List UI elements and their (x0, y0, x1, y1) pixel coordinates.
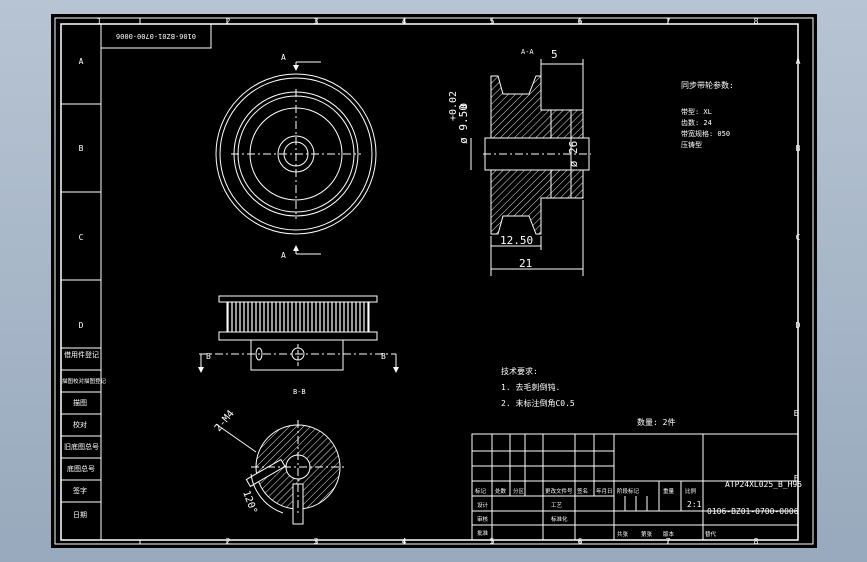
tooth-params-line-3: 带宽规格: 050 (681, 129, 730, 138)
tooth-params-line-2: 齿数: 24 (681, 118, 712, 127)
zone-row-e-right: E (794, 409, 799, 418)
zone-row-c-right: C (796, 233, 801, 242)
left-panel-label-2: 描图校对描图登记 (62, 377, 107, 385)
tb-left-row-2: 审核 (477, 515, 489, 523)
dim-overall-width: 21 (519, 257, 532, 270)
left-panel-label-4: 校对 (73, 420, 87, 429)
zone-row-a: A (79, 57, 84, 66)
section-arrow-b-left: B (206, 352, 211, 361)
section-arrow-b-right: B (381, 352, 386, 361)
zone-col-5-bottom: 5 (490, 537, 495, 546)
zone-row-b: B (79, 144, 84, 153)
zone-col-3-bottom: 3 (314, 537, 319, 546)
left-margin-panel (61, 24, 102, 540)
zone-ticks (139, 18, 669, 544)
zone-row-d-right: D (796, 321, 801, 330)
left-panel-label-7: 签字 (73, 486, 87, 495)
tb-scale-header: 比例 (685, 487, 697, 495)
tech-req-line-2: 2. 未标注倒角C0.5 (501, 398, 575, 408)
tooth-params-title: 同步带轮参数: (681, 80, 734, 90)
zone-col-5: 5 (490, 17, 495, 26)
dim-hub-diameter: ø 26 (567, 141, 580, 168)
tech-req-line-1: 1. 去毛刺倒钝. (501, 382, 560, 392)
tb-bottom-1: 共张 (617, 530, 629, 538)
dim-inner-width: 12.50 (500, 234, 533, 247)
section-a-arrows (293, 61, 321, 255)
tooth-params-line-1: 带型: XL (681, 107, 712, 116)
dim-hole-angle: 120° (240, 489, 259, 515)
tb-row-label-6: 年月日 (596, 487, 613, 495)
zone-col-2-bottom: 2 (226, 537, 231, 546)
left-panel-label-1: 借用件登记 (64, 350, 99, 359)
tb-stage-mark: 阶段标记 (617, 487, 640, 495)
tb-row-label-4: 更改文件号 (545, 487, 573, 495)
drawing-canvas: 1 2 3 4 5 6 7 8 2 3 4 5 6 7 8 A B C D A … (54, 17, 814, 546)
zone-row-a-right: A (796, 57, 801, 66)
zone-col-2: 2 (226, 17, 231, 26)
left-panel-label-3: 描图 (73, 398, 87, 407)
inner-frame (60, 23, 799, 541)
section-label-aa: A-A (521, 48, 534, 56)
tech-req-title: 技术要求: (501, 366, 538, 376)
tb-bottom-2: 第张 (641, 530, 653, 538)
zone-col-4: 4 (402, 17, 407, 26)
dim-bore-diameter: ø 9.50 (457, 104, 470, 144)
title-block (471, 433, 799, 541)
side-view (198, 295, 399, 373)
section-arrow-a-bottom: A (281, 251, 286, 260)
quantity-label: 数量: 2件 (637, 417, 675, 427)
tb-row-label-3: 分区 (513, 487, 525, 495)
zone-col-8-bottom: 8 (754, 537, 759, 546)
drawing-code-box (100, 23, 212, 49)
left-panel-label-8: 日期 (73, 511, 87, 519)
outer-frame (54, 17, 814, 545)
section-arrow-a-top: A (281, 53, 286, 62)
left-panel-label-5: 旧底图总号 (64, 442, 99, 451)
tb-left-row-3: 工艺 (551, 502, 563, 509)
tb-scale-value: 2:1 (687, 500, 702, 509)
tb-row-label-2: 处数 (495, 487, 507, 495)
tb-left-row-1: 设计 (477, 501, 489, 509)
section-aa-view (470, 59, 591, 276)
tb-left-row-5: 批准 (477, 529, 489, 537)
dim-flange-thickness: 5 (551, 48, 558, 61)
zone-col-6-bottom: 6 (578, 537, 583, 546)
zone-col-1: 1 (97, 17, 102, 26)
zone-col-6: 6 (578, 17, 583, 26)
tb-drawing-code: 0106-BZ01-0700-0006 (707, 507, 799, 516)
dim-bore-tolerance: +0.020 (448, 91, 470, 121)
drawing-sheet: 1 2 3 4 5 6 7 8 2 3 4 5 6 7 8 A B C D A … (51, 14, 817, 548)
zone-col-4-bottom: 4 (402, 537, 407, 546)
tb-row-label-1: 标记 (475, 487, 487, 495)
tb-weight: 重量 (663, 487, 675, 495)
tooth-params-line-4: 压铸型 (681, 140, 702, 149)
drawing-code-mirrored: 0106-BZ01-0700-0006 (116, 32, 196, 40)
zone-row-c: C (79, 233, 84, 242)
zone-col-3: 3 (314, 17, 319, 26)
zone-col-7: 7 (666, 17, 671, 26)
tb-bottom-4: 替代 (705, 530, 717, 538)
tb-left-row-4: 标准化 (551, 515, 568, 523)
tb-row-label-5: 签名 (577, 487, 588, 495)
zone-row-f-right: F (794, 474, 799, 483)
left-panel-label-6: 底图总号 (67, 464, 95, 473)
section-bb-view (215, 420, 346, 525)
zone-col-7-bottom: 7 (666, 537, 671, 546)
section-label-bb: B-B (293, 388, 306, 396)
zone-row-b-right: B (796, 144, 801, 153)
tb-part-name: ATP24XL025_B_H95 (725, 480, 802, 489)
zone-row-d: D (79, 321, 84, 330)
front-view (215, 73, 377, 235)
tb-bottom-3: 版本 (663, 530, 675, 538)
zone-col-8: 8 (754, 17, 759, 26)
